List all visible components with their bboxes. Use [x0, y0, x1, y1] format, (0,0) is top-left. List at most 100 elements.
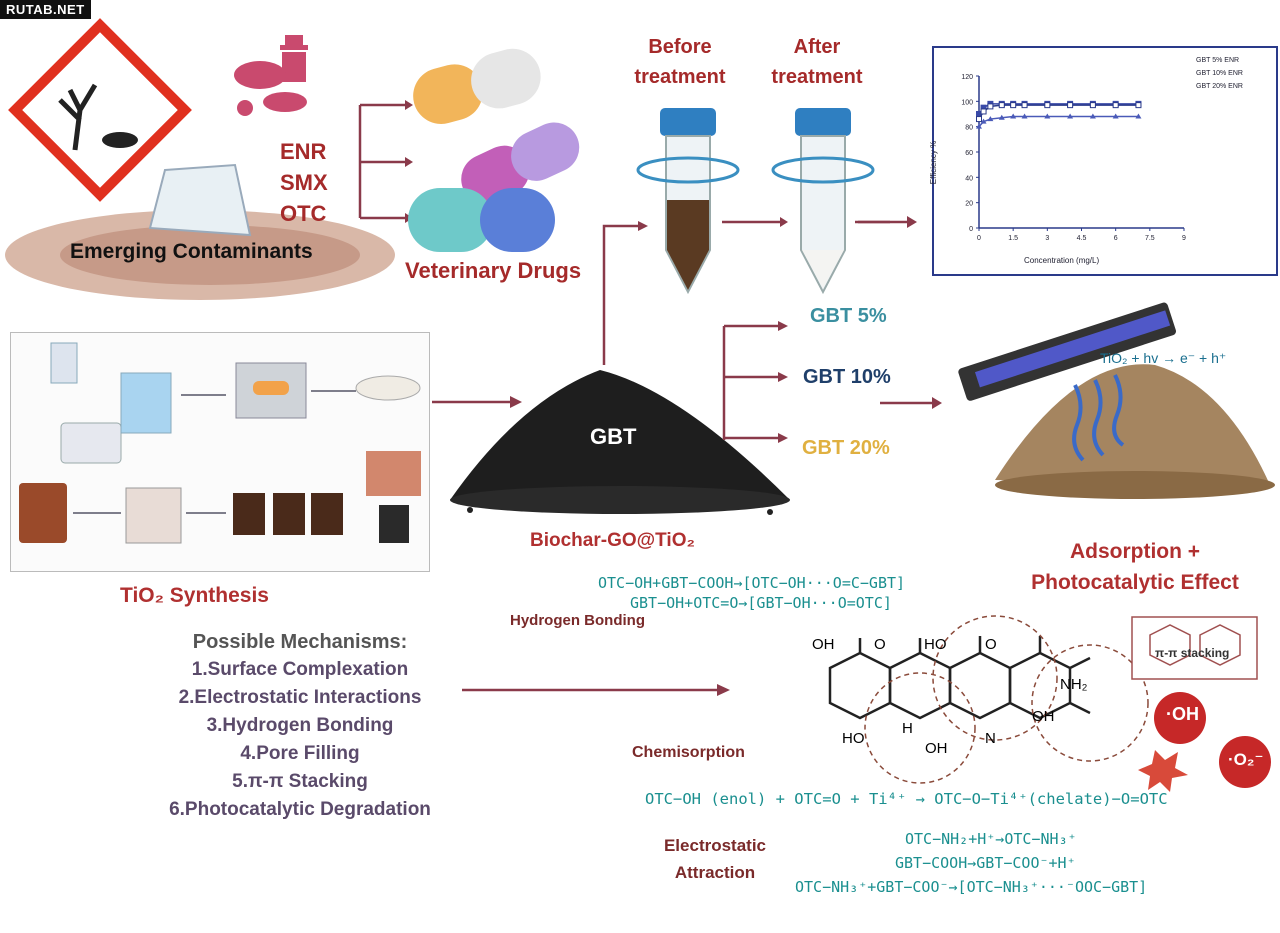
hbond-eq-2: GBT−OH+OTC=O→[GBT−OH···O=OTC] [630, 594, 892, 612]
superoxide-radical-icon [1219, 736, 1271, 788]
veterinary-drugs-label: Veterinary Drugs [405, 258, 582, 283]
mechanisms-list: 1.Surface Complexation 2.Electrostatic I… [120, 656, 480, 824]
jar-icon [19, 483, 67, 543]
series-point [1044, 102, 1051, 109]
arrow-gbt-to-tubes [602, 221, 648, 365]
mol-label: N [985, 730, 996, 747]
hbond-eq-1: OTC−OH+GBT−COOH→[OTC−OH···O=C−GBT] [598, 574, 906, 592]
chart-ylabel: Efficiency % [929, 140, 939, 185]
interaction-circle [932, 615, 1058, 741]
legend-item: GBT 10% ENR [1196, 70, 1243, 77]
drug-smx: SMX [280, 170, 328, 195]
arrow-mechanisms-to-molecule [462, 684, 730, 696]
before-line-1: Before [648, 36, 712, 58]
test-tubes [636, 108, 890, 295]
drug-list: ENR SMX OTC [280, 136, 328, 229]
emerging-contaminants-illustration [5, 18, 395, 300]
mechanism-item: 3.Hydrogen Bonding [206, 715, 394, 736]
effect-line-1: Adsorption + [1069, 540, 1201, 563]
synthesis-steps-illustration [19, 342, 421, 544]
series-point [1021, 113, 1028, 119]
x-tick-label: 4.5 [1077, 235, 1087, 242]
product-jar-icon [379, 505, 409, 543]
gbt-10-label: GBT 10% [803, 366, 891, 389]
x-tick-label: 7.5 [1145, 235, 1155, 242]
gbt-20-text: GBT 20% [802, 437, 890, 459]
hazard-sign-icon [8, 18, 192, 202]
capsules-illustration [408, 48, 580, 252]
mechanism-item: 4.Pore Filling [240, 743, 360, 764]
series-point [1044, 113, 1051, 119]
electrostatic-eq-2: GBT−COOH→GBT−COO⁻+H⁺ [895, 854, 1076, 872]
chart-series [976, 100, 1142, 129]
effect-caption: Adsorption + Photocatalytic Effect [1000, 536, 1270, 598]
series-point [987, 116, 994, 122]
burst-icon [1138, 750, 1188, 792]
o2-radical-label: ·O₂⁻ [1228, 750, 1264, 769]
petri-dish-icon [355, 375, 421, 401]
x-tick-label: 6 [1114, 235, 1118, 242]
biochar-caption: Biochar-GO@TiO₂ [530, 530, 695, 551]
uv-lamp-icon [958, 302, 1176, 401]
gbt-10-text: GBT 10% [803, 366, 891, 388]
vial-icon [311, 493, 343, 535]
electrostatic-label: Electrostatic Attraction [655, 832, 775, 886]
y-tick-label: 0 [969, 226, 973, 233]
x-tick-label: 0 [977, 235, 981, 242]
mol-label: HO [842, 730, 865, 747]
gbt-pile-label: GBT [590, 424, 637, 449]
mechanism-item: 6.Photocatalytic Degradation [169, 799, 431, 820]
electrostatic-line-1: Electrostatic [663, 836, 767, 855]
reagent-bottle-icon [50, 342, 78, 384]
chart-xlabel: Concentration (mg/L) [1024, 256, 1100, 265]
dead-fish-icon [102, 132, 138, 148]
series-point [1135, 102, 1142, 109]
electrostatic-eq-1: OTC−NH₂+H⁺→OTC−NH₃⁺ [905, 830, 1077, 848]
interaction-circle [864, 672, 976, 784]
mol-label: O [874, 636, 886, 653]
particles-icon [366, 451, 421, 496]
stirrer-icon [60, 422, 122, 464]
legend-item: GBT 20% ENR [1196, 83, 1243, 90]
arrow-to-chart [855, 216, 917, 228]
radicals-illustration [1138, 692, 1271, 792]
mixing-beaker-icon [125, 487, 182, 544]
pi-stacking-label: π-π stacking [1155, 646, 1230, 660]
after-line-1: After [793, 36, 841, 58]
series-point [1089, 102, 1096, 109]
tube-after-icon [771, 108, 875, 295]
tube-before-icon [636, 108, 740, 295]
spilled-cup-icon [148, 163, 252, 237]
mol-label: HO [924, 636, 947, 653]
mechanism-item: 5.π-π Stacking [232, 771, 368, 792]
y-tick-label: 60 [965, 150, 973, 157]
watermark: RUTAB.NET [0, 0, 91, 19]
gbt-pile-illustration [450, 370, 790, 515]
after-treatment-label: After treatment [752, 32, 882, 92]
gbt-variant-arrows [722, 321, 788, 443]
gbt-20-label: GBT 20% [802, 437, 890, 460]
mechanism-item: 1.Surface Complexation [191, 659, 409, 680]
mol-label: O [985, 636, 997, 653]
tio2-synthesis-panel [10, 332, 430, 572]
series-point [1067, 113, 1074, 119]
mol-label: H [902, 720, 913, 737]
before-treatment-label: Before treatment [615, 32, 745, 92]
after-line-2: treatment [771, 66, 863, 88]
capsule-blue-icon [408, 188, 555, 252]
pi-stacking-box [1131, 616, 1258, 680]
chemisorption-label: Chemisorption [632, 744, 745, 761]
series-point [976, 123, 982, 129]
y-tick-label: 120 [961, 74, 973, 81]
drug-enr: ENR [280, 139, 327, 164]
series-point [1112, 102, 1119, 109]
series-point [1089, 113, 1096, 119]
electrostatic-eq-3: OTC−NH₃⁺+GBT−COO⁻→[OTC−NH₃⁺···⁻OOC−GBT] [795, 878, 1148, 896]
series-point [1135, 113, 1142, 119]
chemisorption-eq: OTC−OH (enol) + OTC=O + Ti⁴⁺ → OTC−O−Ti⁴… [645, 790, 1168, 808]
series-point [1067, 102, 1074, 109]
y-tick-label: 40 [965, 175, 973, 182]
hydroxyl-radical-icon [1154, 692, 1206, 744]
y-tick-label: 80 [965, 125, 973, 132]
